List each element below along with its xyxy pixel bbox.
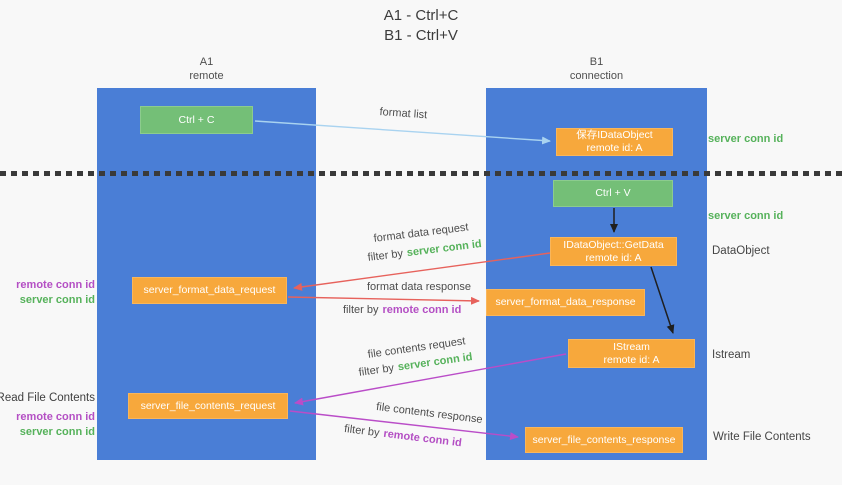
lifeline-b1-id: B1 <box>589 56 604 68</box>
label-istream: Istream <box>712 349 751 361</box>
diagram-title: A1 - Ctrl+C B1 - Ctrl+V <box>0 6 842 46</box>
lifeline-a1-header: A1 remote <box>97 55 316 83</box>
node-istream: IStream remote id: A <box>568 339 695 368</box>
node-server-format-data-response: server_format_data_response <box>486 289 645 316</box>
node-save-idataobject-line2: remote id: A <box>586 142 643 154</box>
filter-by-text: filter by <box>343 423 381 440</box>
label-write-file-contents: Write File Contents <box>713 431 811 443</box>
remote-conn-id-text: remote conn id <box>382 304 462 316</box>
label-server-conn-id: server conn id <box>19 426 95 438</box>
node-save-idataobject-line1: 保存IDataObject <box>576 129 653 141</box>
label-server-conn-id: server conn id <box>19 294 95 306</box>
remote-conn-id-text: remote conn id <box>382 427 463 450</box>
title-line-2: B1 - Ctrl+V <box>384 27 458 44</box>
lifeline-a1-role: remote <box>189 70 224 82</box>
label-remote-conn-id: remote conn id <box>16 411 95 423</box>
node-ctrl-c-label: Ctrl + C <box>178 113 215 126</box>
label-dataobject: DataObject <box>712 245 770 257</box>
lifeline-b1-header: B1 connection <box>486 55 707 83</box>
lifeline-b1-role: connection <box>569 70 624 82</box>
filter-by-text: filter by <box>367 247 404 264</box>
arrow-format-data-response <box>287 296 480 305</box>
label-file-contents-response: file contents response <box>375 401 484 426</box>
node-ctrl-v: Ctrl + V <box>553 180 673 207</box>
node-server-file-contents-request: server_file_contents_request <box>128 393 288 419</box>
label-server-conn-id-mid: server conn id <box>708 210 784 222</box>
node-istream-line2: remote id: A <box>603 353 660 366</box>
label-format-data-response: format data response <box>367 281 471 293</box>
server-conn-id-text: server conn id <box>406 238 483 260</box>
filter-by-text: filter by <box>358 362 395 379</box>
node-server-file-contents-response-label: server_file_contents_response <box>532 433 676 446</box>
node-server-format-data-request: server_format_data_request <box>132 277 287 304</box>
left-conn-ids-bottom: remote conn id server conn id <box>16 410 95 440</box>
node-server-format-data-response-label: server_format_data_response <box>495 296 636 308</box>
node-idataobject-getdata: IDataObject::GetData remote id: A <box>550 237 677 266</box>
left-conn-ids-mid: remote conn id server conn id <box>16 278 95 308</box>
node-istream-line1: IStream <box>613 340 650 353</box>
node-idataobject-getdata-line2: remote id: A <box>585 251 642 264</box>
node-server-file-contents-request-label: server_file_contents_request <box>140 399 276 412</box>
title-line-1: A1 - Ctrl+C <box>383 7 459 24</box>
label-read-file-contents: Read File Contents <box>0 392 95 404</box>
label-remote-conn-id: remote conn id <box>16 279 95 291</box>
node-server-format-data-request-label: server_format_data_request <box>143 284 276 296</box>
node-server-file-contents-response: server_file_contents_response <box>525 427 683 453</box>
node-save-idataobject: 保存IDataObject remote id: A <box>556 128 673 156</box>
node-ctrl-v-label: Ctrl + V <box>595 187 631 199</box>
node-idataobject-getdata-line1: IDataObject::GetData <box>563 238 664 251</box>
node-ctrl-c: Ctrl + C <box>140 106 253 134</box>
phase-divider-dotted-line <box>0 171 842 176</box>
lifeline-a1-id: A1 <box>199 56 214 68</box>
label-format-list: format list <box>379 106 428 122</box>
label-server-conn-id-top: server conn id <box>708 133 784 145</box>
filter-by-text: filter by <box>343 304 379 316</box>
